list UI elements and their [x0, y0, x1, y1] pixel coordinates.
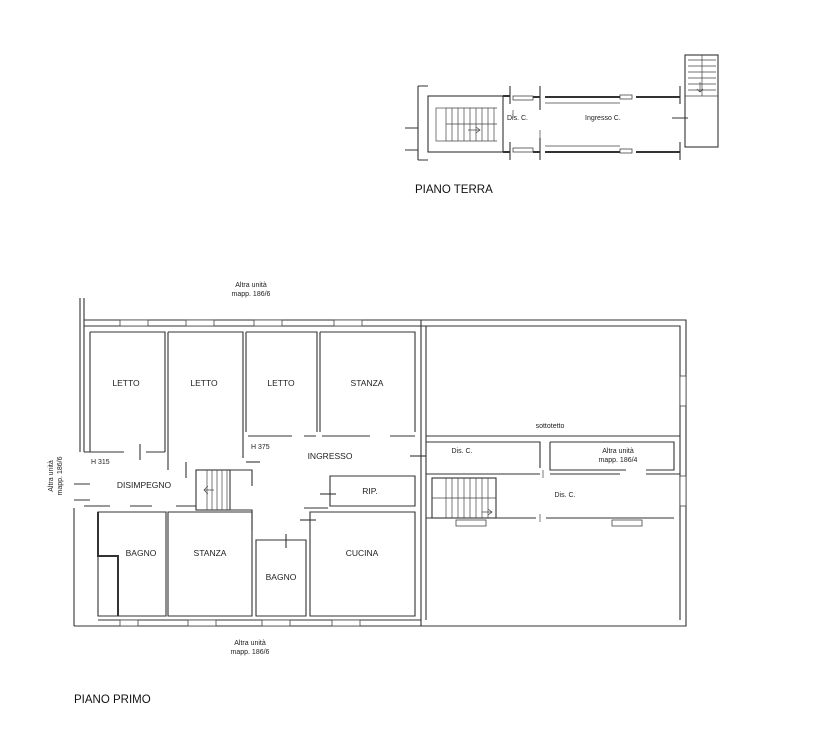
room-label-cucina: CUCINA: [346, 548, 379, 558]
piano-terra-title: PIANO TERRA: [415, 184, 493, 196]
neighbor-bottom-line2: mapp. 186/6: [231, 649, 270, 656]
stair-icon: [203, 470, 228, 510]
room-label-bagno-1: BAGNO: [126, 548, 157, 558]
room-label-letto-2: LETTO: [190, 378, 218, 388]
room-label-sottotetto: sottotetto: [536, 423, 565, 430]
stair-icon: [446, 107, 497, 142]
neighbor-top-line2: mapp. 186/6: [232, 291, 271, 298]
room-label-ingresso-c: Ingresso C.: [585, 115, 621, 122]
neighbor-right-line2: mapp. 186/4: [599, 457, 638, 464]
neighbor-top-line1: Altra unità: [235, 282, 267, 289]
stair-icon: [432, 478, 496, 518]
room-label-ingresso: INGRESSO: [308, 451, 353, 461]
room-label-bagno-2: BAGNO: [266, 572, 297, 582]
piano-terra-plan: Dis. C. Ingresso C. PIANO TERRA: [405, 54, 719, 196]
neighbor-right-line1: Altra unità: [602, 448, 634, 455]
neighbor-bottom-line1: Altra unità: [234, 640, 266, 647]
room-label-stanza-2: STANZA: [194, 548, 227, 558]
room-label-stanza-1: STANZA: [351, 378, 384, 388]
room-label-dis-c-2: Dis. C.: [555, 492, 576, 499]
room-label-rip: RIP.: [362, 486, 377, 496]
neighbor-left-line1: Altra unità: [48, 460, 55, 492]
room-label-letto-1: LETTO: [112, 378, 140, 388]
room-label-dis-c-1: Dis. C.: [452, 448, 473, 455]
neighbor-left-line2: mapp. 186/6: [57, 456, 64, 495]
height-label-h375: H 375: [251, 444, 270, 451]
room-label-disimpegno: DISIMPEGNO: [117, 480, 172, 490]
height-label-h315: H 315: [91, 459, 110, 466]
room-label-dis-c: Dis. C.: [507, 115, 528, 122]
piano-primo-plan: LETTO LETTO LETTO STANZA sottotetto DISI…: [48, 282, 687, 706]
room-label-letto-3: LETTO: [267, 378, 295, 388]
piano-primo-title: PIANO PRIMO: [74, 694, 151, 706]
